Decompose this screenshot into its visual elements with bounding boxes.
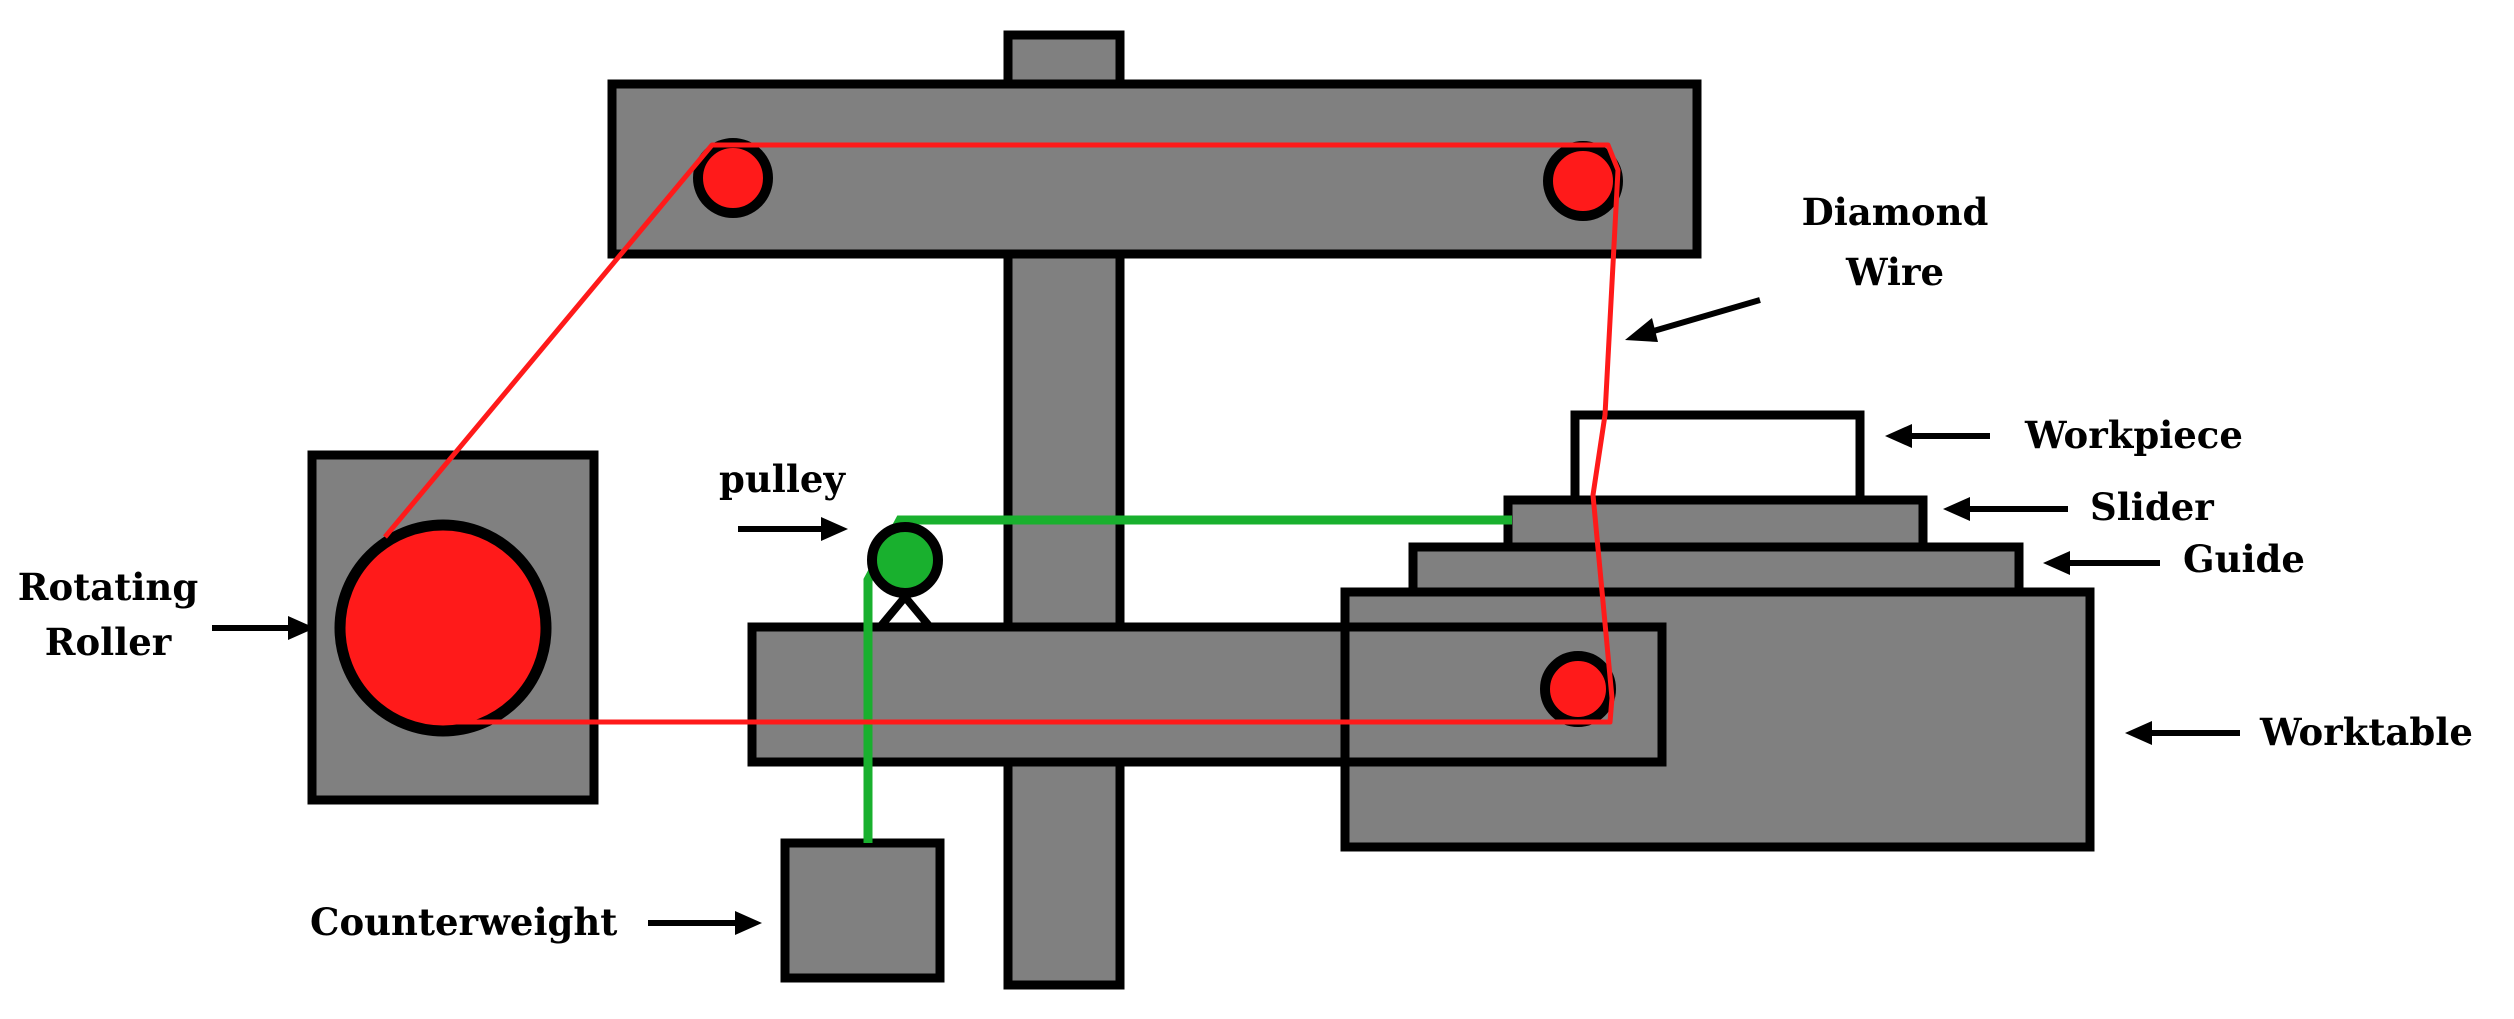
arrow-counterweight	[648, 911, 762, 935]
arrow-guide	[2043, 551, 2160, 575]
label-pulley: pulley	[719, 457, 846, 501]
lower-right-roller	[1540, 651, 1616, 727]
guide	[1408, 542, 2024, 597]
top-right-roller	[1543, 141, 1623, 221]
arrow-workpiece	[1885, 424, 1990, 448]
lower-beam-outline	[747, 622, 1667, 767]
arrow-pulley	[738, 517, 848, 541]
pulley	[867, 522, 943, 598]
counterweight	[780, 838, 945, 983]
arrow-rotating-roller	[212, 616, 315, 640]
arrow-slider	[1943, 497, 2068, 521]
rotating-roller	[334, 519, 552, 737]
slider	[1503, 495, 1928, 552]
top-beam	[607, 79, 1702, 259]
label-worktable: Worktable	[2259, 710, 2473, 754]
arrow-worktable	[2125, 721, 2240, 745]
arrow-diamond-wire	[1625, 297, 1761, 342]
diamond-wire	[383, 142, 1621, 725]
label-diamond-wire-line2: Wire	[1845, 250, 1944, 294]
label-workpiece: Workpiece	[2024, 413, 2243, 457]
label-rotating-roller-line1: Rotating	[18, 565, 198, 609]
label-diamond-wire-line1: Diamond	[1802, 190, 1989, 234]
label-guide: Guide	[2183, 537, 2305, 581]
workpiece	[1570, 410, 1865, 505]
label-slider: Slider	[2090, 485, 2214, 529]
top-left-roller	[693, 138, 773, 218]
label-rotating-roller-line2: Roller	[45, 620, 172, 664]
label-counterweight: Counterweight	[310, 900, 617, 944]
